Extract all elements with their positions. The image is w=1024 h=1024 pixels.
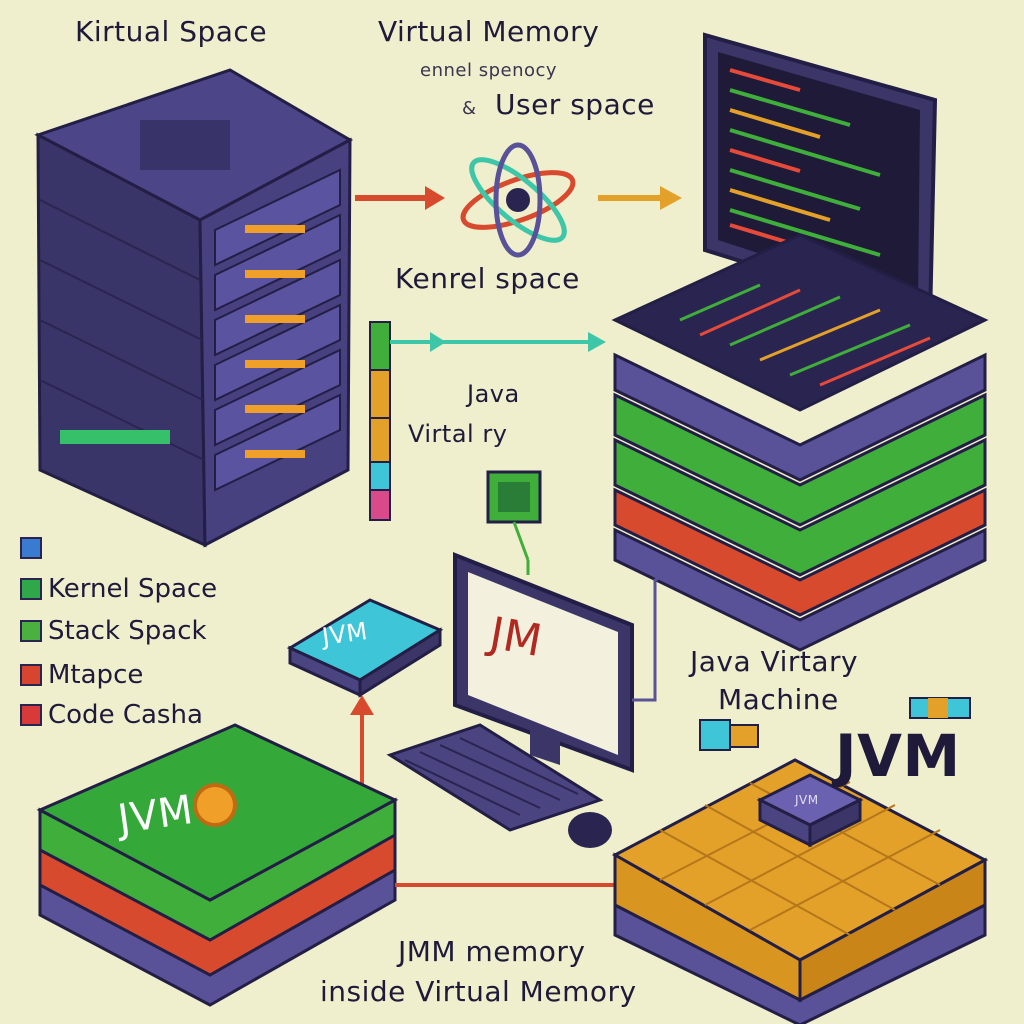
server-rack <box>34 68 354 548</box>
label-ampersand: & <box>462 98 477 119</box>
memory-stack <box>611 233 989 652</box>
legend-swatch <box>20 578 42 600</box>
orange-tile-stack <box>611 758 989 1024</box>
legend-label: Code Casha <box>48 700 203 730</box>
arrow-server-to-atom <box>355 186 445 210</box>
legend-label: Kernel Space <box>48 574 218 604</box>
legend-label: Stack Spack <box>48 616 207 646</box>
label-jvm-small: JVM <box>795 793 819 807</box>
legend-item: Kernel Space <box>20 574 217 604</box>
label-ennel-spenocy: ennel spenocy <box>420 60 558 81</box>
caption-inside-virtual-memory: inside Virtual Memory <box>320 975 637 1008</box>
label-user-space: User space <box>495 88 655 121</box>
label-java-virtary: Java Virtary <box>690 645 859 678</box>
label-machine: Machine <box>718 683 839 716</box>
label-kirtual-space: Kirtual Space <box>75 15 268 48</box>
label-virtal-ry: Virtal ry <box>408 420 508 448</box>
atom-icon <box>460 142 576 258</box>
arrow-atom-to-monitor <box>598 186 682 210</box>
legend-swatch <box>20 620 42 642</box>
arrow-bar-to-stack <box>390 332 606 352</box>
label-jvm-big: JVM <box>835 722 961 790</box>
gadget-icons <box>699 697 971 751</box>
legend-swatch <box>20 537 42 559</box>
jm-monitor <box>386 552 666 848</box>
legend-item: Code Casha <box>20 700 203 730</box>
legend-swatch <box>20 664 42 686</box>
legend-label: Mtapce <box>48 660 144 690</box>
label-java: Java <box>467 380 520 408</box>
arrow-chip-to-jvmtile <box>350 695 374 790</box>
color-bar <box>369 321 391 521</box>
legend-item <box>20 537 48 559</box>
code-monitor <box>703 32 938 323</box>
jvm-tile <box>286 598 444 698</box>
chip-icon <box>486 470 542 575</box>
legend-item: Mtapce <box>20 660 143 690</box>
label-kenrel-space: Kenrel space <box>395 262 580 295</box>
label-jm-monitor: JM <box>485 607 546 668</box>
caption-jmm-memory: JMM memory <box>398 935 586 968</box>
label-virtual-memory: Virtual Memory <box>378 15 600 48</box>
legend-item: Stack Spack <box>20 616 207 646</box>
jvm-chip-bottom-left <box>36 723 399 1007</box>
legend-swatch <box>20 704 42 726</box>
